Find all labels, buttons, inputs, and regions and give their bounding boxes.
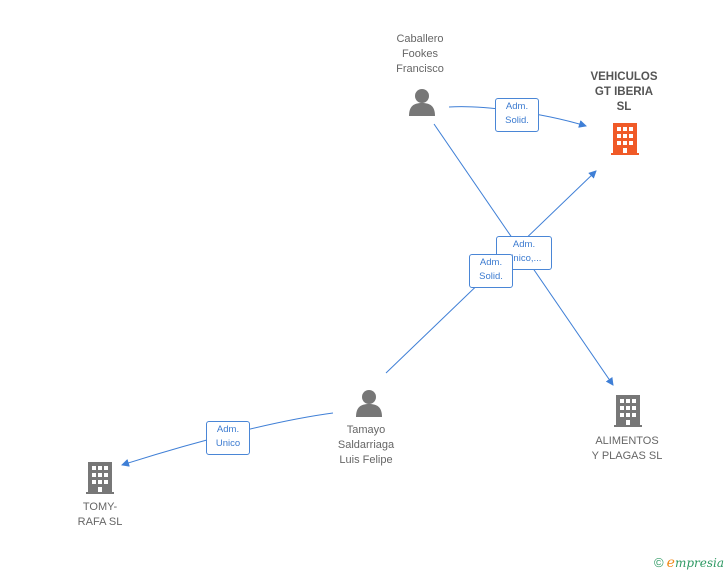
node-label-caballero[interactable]: Caballero Fookes Francisco (396, 33, 444, 75)
node-label-tomy[interactable]: TOMY- RAFA SL (77, 501, 123, 528)
edge-label-tamayo-vehiculos[interactable]: Adm. Solid. (469, 254, 513, 288)
node-label-alimentos[interactable]: ALIMENTOS Y PLAGAS SL (591, 435, 663, 462)
edge-label-caballero-vehiculos[interactable]: Adm. Solid. (495, 98, 539, 132)
brand-initial: e (666, 555, 675, 571)
brand-logo: ©empresia (654, 555, 724, 571)
building-icon[interactable] (611, 123, 639, 155)
person-icon[interactable] (356, 390, 382, 417)
brand-name: mpresia (674, 556, 724, 570)
edge-label-tamayo-tomy[interactable]: Adm. Unico (206, 421, 250, 455)
node-label-tamayo[interactable]: Tamayo Saldarriaga Luis Felipe (337, 424, 395, 466)
person-icon[interactable] (409, 89, 435, 116)
node-label-vehiculos[interactable]: VEHICULOS GT IBERIA SL (590, 71, 658, 113)
building-icon[interactable] (614, 395, 642, 427)
copyright-symbol: © (654, 555, 664, 570)
building-icon[interactable] (86, 462, 114, 494)
